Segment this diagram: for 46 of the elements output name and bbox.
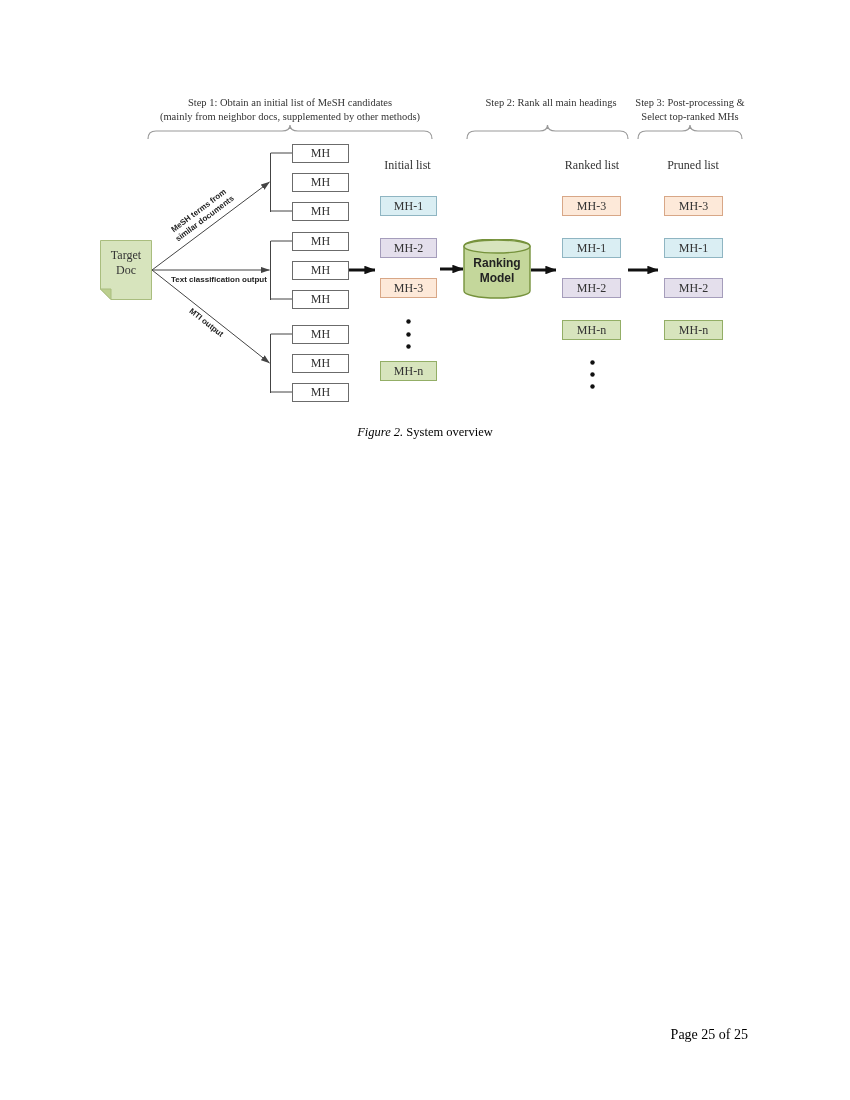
connector-line: [270, 333, 293, 335]
term-box: MH-n: [664, 320, 723, 340]
connector-line: [270, 240, 293, 242]
column-heading: Initial list: [384, 157, 431, 173]
connector-line: [270, 391, 293, 393]
term-box: MH: [292, 353, 349, 373]
term-box: MH: [292, 201, 349, 221]
arrow: [349, 265, 376, 275]
term-box: MH: [292, 289, 349, 309]
connector-line: [270, 152, 293, 154]
term-box: MH-3: [664, 196, 723, 216]
term-box: MH-1: [664, 238, 723, 258]
arrow: [440, 264, 464, 274]
figure-caption: Figure 2. System overview: [357, 424, 493, 440]
term-box: MH-1: [380, 196, 437, 216]
term-box: MH: [292, 260, 349, 280]
step-heading: Step 1: Obtain an initial list of MeSH candidates: [187, 96, 393, 110]
term-box: MH: [292, 143, 349, 163]
edge-label: Text classification output: [171, 275, 267, 285]
connector-line: [270, 298, 293, 300]
term-box: MH: [292, 382, 349, 402]
term-box: MH-2: [380, 238, 437, 258]
term-box: MH-3: [562, 196, 621, 216]
arrow: [151, 269, 270, 364]
term-box: MH: [292, 231, 349, 251]
term-box: MH: [292, 324, 349, 344]
term-box: MH-1: [562, 238, 621, 258]
step-heading: Step 2: Rank all main headings: [485, 96, 617, 110]
term-box: MH-2: [664, 278, 723, 298]
arrow: [151, 266, 270, 274]
column-heading: Ranked list: [564, 157, 620, 173]
document-shape: Target Doc: [100, 240, 152, 300]
term-box: MH-2: [562, 278, 621, 298]
step-heading: Step 3: Post-processing & Select top-ranked MHs: [634, 96, 746, 124]
connector-line: [270, 210, 293, 212]
column-heading: Pruned list: [667, 157, 719, 173]
term-box: MH: [292, 172, 349, 192]
arrow: [628, 265, 659, 275]
term-box: MH-3: [380, 278, 437, 298]
arrow: [531, 265, 557, 275]
model-cylinder: Ranking Model: [463, 239, 531, 299]
term-box: MH-n: [380, 361, 437, 381]
step-heading: (mainly from neighbor docs, supplemented by other methods): [159, 110, 421, 124]
arrow: [151, 181, 270, 271]
page-number: Page 25 of 25: [670, 1026, 748, 1044]
term-box: MH-n: [562, 320, 621, 340]
